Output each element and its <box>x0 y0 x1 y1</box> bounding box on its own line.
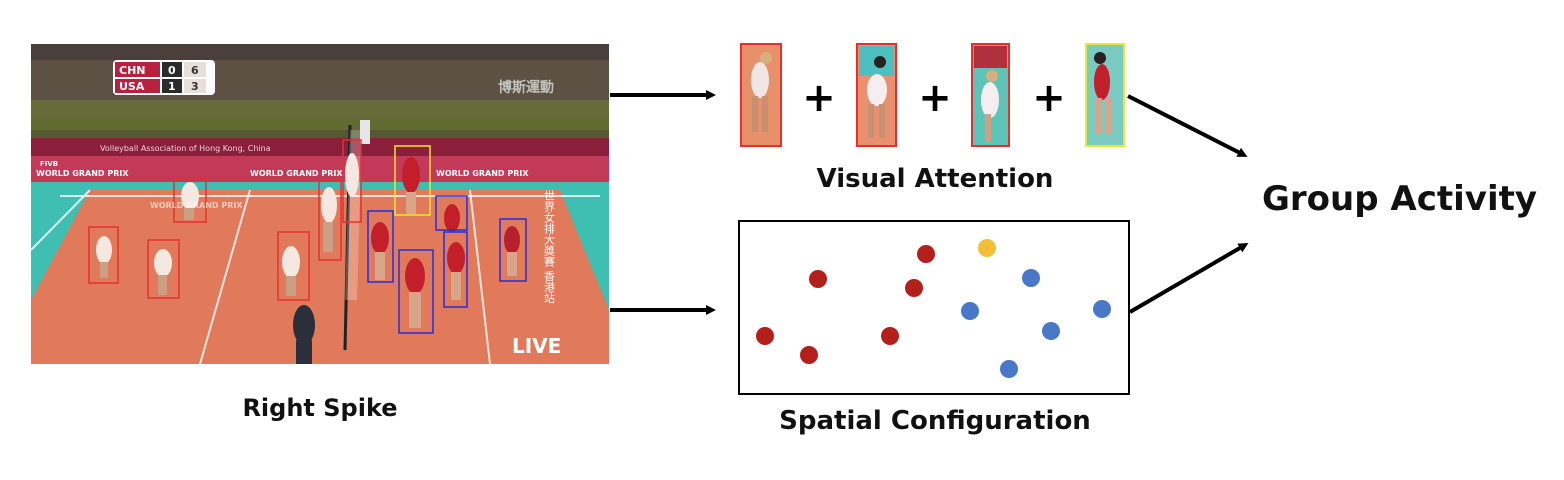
event-banner-2: WORLD GRAND PRIX <box>250 169 343 178</box>
scoreboard-team1: CHN <box>119 64 146 77</box>
spatial-configuration-label: Spatial Configuration <box>779 406 1091 436</box>
arrow-icon <box>1128 242 1249 314</box>
arrow-icon <box>1127 94 1248 157</box>
player-dot <box>756 327 774 345</box>
red-team-dots <box>756 245 935 364</box>
spatial-configuration-box <box>738 220 1130 395</box>
player-dot <box>905 279 923 297</box>
player-crop-1 <box>740 43 782 147</box>
detection-boxes <box>88 139 527 334</box>
players <box>96 120 520 364</box>
scoreboard-team1-points: 6 <box>191 64 199 77</box>
input-caption: Right Spike <box>242 394 398 422</box>
player-dot <box>1022 269 1040 287</box>
event-banner-3: WORLD GRAND PRIX <box>436 169 529 178</box>
scoreboard-team2-sets: 1 <box>168 80 176 93</box>
scoreboard-team2-points: 3 <box>191 80 199 93</box>
player-dot <box>800 346 818 364</box>
plus-icon: + <box>918 75 952 121</box>
plus-icon: + <box>802 75 836 121</box>
scoreboard-team1-sets: 0 <box>168 64 176 77</box>
event-banner: WORLD GRAND PRIX <box>36 169 129 178</box>
ad-banner-text: Volleyball Association of Hong Kong, Chi… <box>100 144 271 153</box>
vertical-caption: 世界女排大獎賽 香港站 <box>543 190 556 304</box>
floor-event-text: WORLD GRAND PRIX <box>150 201 243 210</box>
scoreboard-team2: USA <box>119 80 145 93</box>
player-dot <box>881 327 899 345</box>
highlighted-player-dot <box>978 239 996 257</box>
player-dot <box>1042 322 1060 340</box>
plus-icon: + <box>1032 75 1066 121</box>
visual-attention-label: Visual Attention <box>816 164 1054 194</box>
live-badge: LIVE <box>512 334 561 358</box>
player-dot <box>961 302 979 320</box>
player-crop-2 <box>856 43 897 147</box>
channel-logo: 博斯運動 <box>498 79 554 96</box>
fivb-brand: FIVB <box>40 160 58 168</box>
group-activity-output: Group Activity <box>1262 179 1538 219</box>
player-crop-3 <box>971 43 1010 147</box>
player-dot <box>1093 300 1111 318</box>
player-dot <box>809 270 827 288</box>
player-crops <box>740 43 1125 147</box>
player-dot <box>917 245 935 263</box>
blue-team-dots <box>961 269 1111 378</box>
player-dot <box>1000 360 1018 378</box>
volleyball-scene-image: CHN USA 0 1 6 3 博斯運動 Volleyball Associat… <box>31 44 609 364</box>
scoreboard: CHN USA 0 1 6 3 <box>113 60 215 95</box>
player-crop-4 <box>1085 43 1125 147</box>
